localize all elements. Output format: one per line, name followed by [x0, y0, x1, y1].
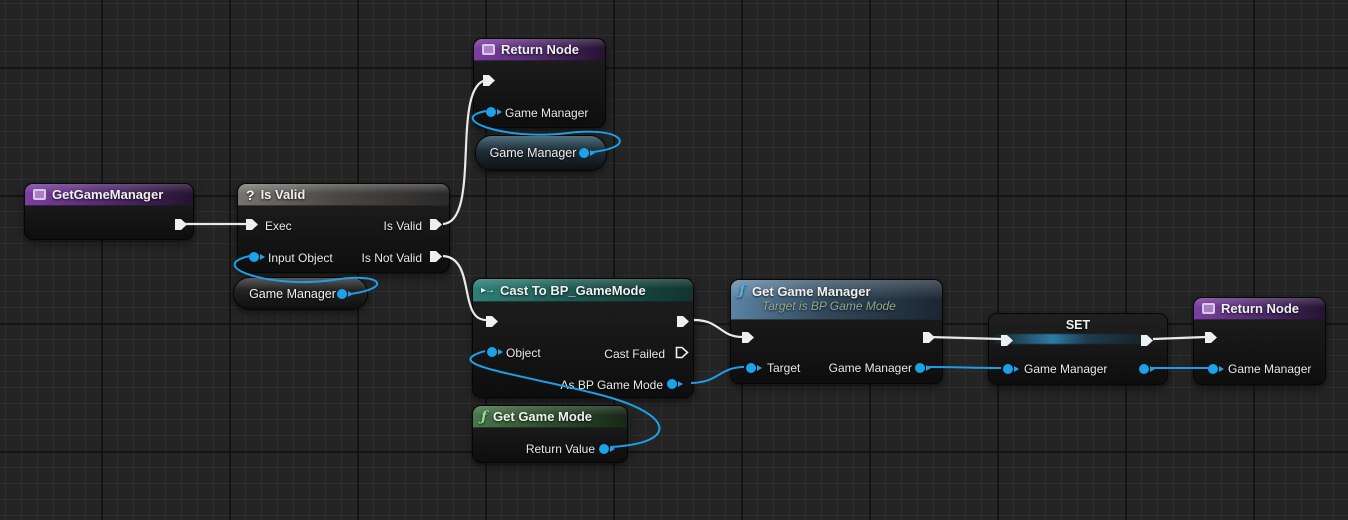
exec-in-pin[interactable] [245, 218, 259, 231]
game-manager-in-label: Game Manager [505, 106, 589, 120]
node-title: Get Game Mode [493, 409, 592, 424]
node-header: ƒ Get Game Manager Target is BP Game Mod… [731, 280, 942, 320]
node-get-game-mode[interactable]: ƒ Get Game Mode Return Value [472, 405, 628, 463]
node-title: SET [1065, 318, 1091, 332]
function-icon: ƒ [481, 408, 488, 425]
game-manager-out-pin[interactable] [915, 363, 931, 373]
exec-out-pin[interactable] [922, 331, 936, 344]
node-title: Return Node [501, 42, 579, 57]
macro-square-icon [33, 189, 46, 200]
node-header: ƒ Get Game Mode [473, 406, 627, 428]
game-manager-in-label: Game Manager [1024, 362, 1108, 376]
node-subtitle: Target is BP Game Mode [762, 299, 896, 313]
object-in-pin[interactable] [487, 347, 503, 357]
exec-in-pin[interactable] [485, 315, 499, 328]
game-manager-out-pin[interactable] [337, 289, 353, 299]
node-header: ▸→ Cast To BP_GameMode [473, 279, 693, 302]
node-title: Cast To BP_GameMode [500, 282, 646, 298]
is-valid-out-label: Is Valid [383, 219, 422, 233]
target-in-label: Target [767, 361, 801, 375]
return-value-out-pin[interactable] [599, 444, 615, 454]
cast-icon: ▸→ [481, 284, 495, 296]
as-bp-game-mode-label: As BP Game Mode [560, 378, 664, 392]
input-object-pin[interactable] [249, 252, 265, 262]
game-manager-out-pin[interactable] [1139, 364, 1155, 374]
exec-in-label: Exec [265, 219, 292, 233]
node-get-game-manager-macro[interactable]: GetGameManager [24, 183, 194, 240]
node-cast-to-bp-gamemode[interactable]: ▸→ Cast To BP_GameMode Object Cast Faile… [472, 278, 694, 398]
cast-failed-label: Cast Failed [604, 347, 665, 361]
node-return-right[interactable]: Return Node Game Manager [1193, 297, 1326, 385]
game-manager-in-pin[interactable] [1003, 364, 1019, 374]
var-node-game-manager-2[interactable]: Game Manager [475, 135, 607, 171]
is-not-valid-out-label: Is Not Valid [361, 251, 422, 265]
exec-out-pin[interactable] [174, 218, 188, 231]
node-get-game-manager-fn[interactable]: ƒ Get Game Manager Target is BP Game Mod… [730, 279, 943, 384]
as-bp-game-mode-out-pin[interactable] [667, 379, 683, 389]
target-in-pin[interactable] [746, 363, 762, 373]
game-manager-in-pin[interactable] [486, 107, 502, 117]
question-mark-icon: ? [246, 186, 255, 203]
node-is-valid[interactable]: ? Is Valid Exec Is Valid Input Object Is… [237, 183, 450, 273]
exec-in-pin[interactable] [1204, 331, 1218, 344]
set-header-glow [993, 334, 1163, 344]
game-manager-in-pin[interactable] [1208, 364, 1224, 374]
game-manager-in-label: Game Manager [1228, 362, 1312, 376]
node-title: Return Node [1221, 301, 1299, 316]
node-title: Is Valid [260, 187, 306, 202]
node-set-game-manager[interactable]: SET Game Manager [988, 313, 1168, 385]
exec-out-pin[interactable] [1140, 334, 1154, 347]
return-value-label: Return Value [525, 442, 595, 456]
node-header: ? Is Valid [238, 184, 449, 206]
node-return-top[interactable]: Return Node Game Manager [473, 38, 606, 128]
exec-in-pin[interactable] [741, 331, 755, 344]
result-square-icon [1202, 303, 1215, 314]
game-manager-out-label: Game Manager [828, 361, 912, 375]
input-object-label: Input Object [268, 251, 333, 265]
node-header: Return Node [474, 39, 605, 61]
object-in-label: Object [506, 346, 541, 360]
function-icon: ƒ [739, 283, 746, 299]
result-square-icon [482, 44, 495, 55]
exec-in-pin[interactable] [482, 74, 496, 87]
node-title: GetGameManager [52, 187, 164, 202]
node-header: GetGameManager [25, 184, 193, 206]
exec-in-pin[interactable] [1000, 334, 1014, 347]
is-not-valid-exec-out-pin[interactable] [429, 250, 443, 263]
cast-failed-exec-out-pin[interactable] [675, 346, 689, 359]
exec-out-pin[interactable] [676, 315, 690, 328]
game-manager-out-pin[interactable] [579, 148, 595, 158]
node-title: Get Game Manager [752, 283, 871, 299]
var-node-game-manager-1[interactable]: Game Manager [233, 277, 368, 310]
header-title-row: ƒ Get Game Manager [739, 283, 871, 299]
node-header: Return Node [1194, 298, 1325, 320]
is-valid-exec-out-pin[interactable] [429, 218, 443, 231]
